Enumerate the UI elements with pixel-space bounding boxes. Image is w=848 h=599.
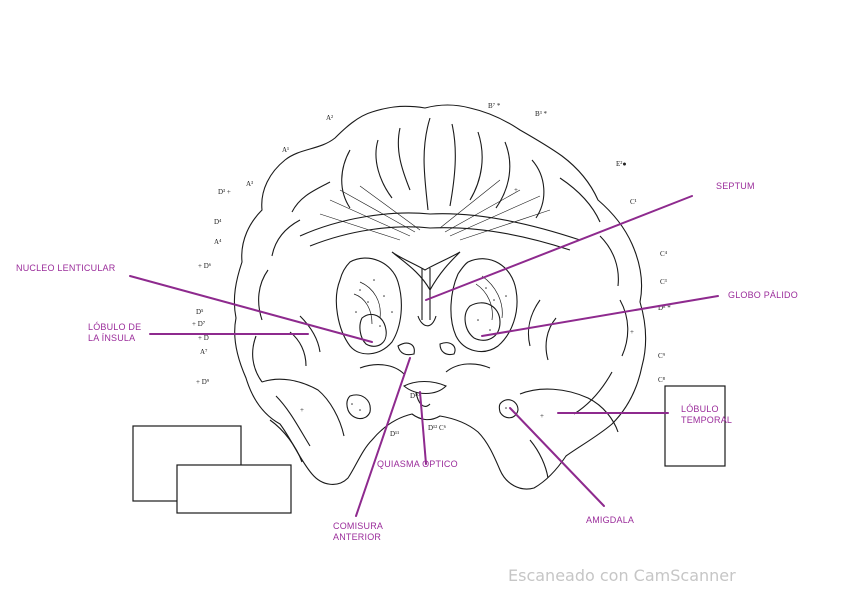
svg-text:C⁴: C⁴ (660, 250, 668, 258)
svg-text:+: + (300, 406, 304, 414)
svg-text:A³: A³ (246, 180, 253, 188)
right-globus-pallidus (464, 302, 501, 341)
svg-text:A²: A² (326, 114, 333, 122)
insula-contours (289, 299, 557, 367)
stipple-texture (351, 279, 507, 411)
svg-text:+ D⁷: + D⁷ (192, 320, 206, 328)
left-globus-pallidus (359, 313, 387, 347)
svg-text:+ D: + D (198, 334, 209, 342)
svg-text:+ D⁹: + D⁹ (196, 378, 210, 386)
anterior-commissure (397, 342, 456, 356)
cortex-gyri (252, 117, 629, 447)
svg-text:C⁹: C⁹ (658, 352, 666, 360)
nucleo-lenticular-leader-line (129, 275, 373, 343)
globo-palido-label: GLOBO PÁLIDO (728, 290, 798, 300)
svg-text:D¹² C⁶: D¹² C⁶ (428, 424, 447, 432)
lobulo-temporal-label: LÓBULO TEMPORAL (681, 404, 733, 425)
svg-text:+: + (630, 328, 634, 336)
lateral-ventricles (391, 251, 461, 292)
corpus-callosum (299, 212, 581, 251)
svg-text:C⁸: C⁸ (658, 376, 666, 384)
lobulo-insula-label: LÓBULO DE LA ÍNSULA (88, 322, 142, 343)
svg-text:E²●: E²● (616, 160, 627, 168)
scan-page-edges (132, 385, 726, 514)
nucleo-lenticular-label: NUCLEO LENTICULAR (16, 263, 116, 273)
svg-text:A⁷: A⁷ (200, 348, 208, 356)
svg-text:B⁷ *: B⁷ * (488, 102, 501, 110)
amigdala-leader-line (509, 407, 605, 507)
cortex-outline (233, 104, 647, 490)
svg-text:+ D⁶: + D⁶ (198, 262, 212, 270)
amigdala-label: AMIGDALA (586, 515, 635, 525)
svg-text:+: + (514, 186, 518, 194)
putamen-striations (353, 275, 503, 325)
sketch-reference-letters: A² A¹ A³ D³ + D⁴ A⁴ + D⁶ D⁵ + D⁷ + D A⁷ + D⁹ B… (192, 102, 671, 438)
right-lentiform-nucleus (450, 258, 518, 352)
svg-text:D⁸ *: D⁸ * (658, 304, 671, 312)
svg-text:A¹: A¹ (282, 146, 289, 154)
svg-text:C³: C³ (660, 278, 667, 286)
septum-lucidum (417, 268, 437, 327)
septum-label: SEPTUM (716, 181, 755, 191)
svg-text:D³ +: D³ + (218, 188, 231, 196)
scan-box-right (664, 385, 726, 467)
svg-text:D⁵: D⁵ (196, 308, 204, 316)
comisura-anterior-label: COMISURA ANTERIOR (333, 521, 384, 542)
scan-box-left-front (176, 464, 292, 514)
quiasma-optico-label: QUIASMA OPTICO (377, 459, 458, 469)
hippocampal-contours (359, 363, 491, 375)
svg-text:B³ *: B³ * (535, 110, 548, 118)
fiber-striations (319, 179, 551, 241)
comisura-anterior-leader-line (355, 357, 411, 517)
right-temporal-lobe (498, 388, 619, 479)
camscanner-watermark: Escaneado con CamScanner (508, 566, 736, 585)
svg-text:D⁴: D⁴ (214, 218, 222, 226)
septum-leader-line (425, 195, 693, 301)
svg-text:A⁴: A⁴ (214, 238, 222, 246)
left-lentiform-nucleus (335, 257, 402, 355)
svg-text:D¹¹: D¹¹ (390, 430, 399, 438)
svg-text:D¹⁰: D¹⁰ (410, 392, 420, 400)
globo-palido-leader-line (481, 295, 719, 337)
svg-text:C¹: C¹ (630, 198, 637, 206)
label-leader-lines (129, 195, 719, 517)
quiasma-optico-leader-line (419, 391, 427, 465)
svg-text:+: + (540, 412, 544, 420)
left-temporal-lobe (261, 378, 371, 463)
